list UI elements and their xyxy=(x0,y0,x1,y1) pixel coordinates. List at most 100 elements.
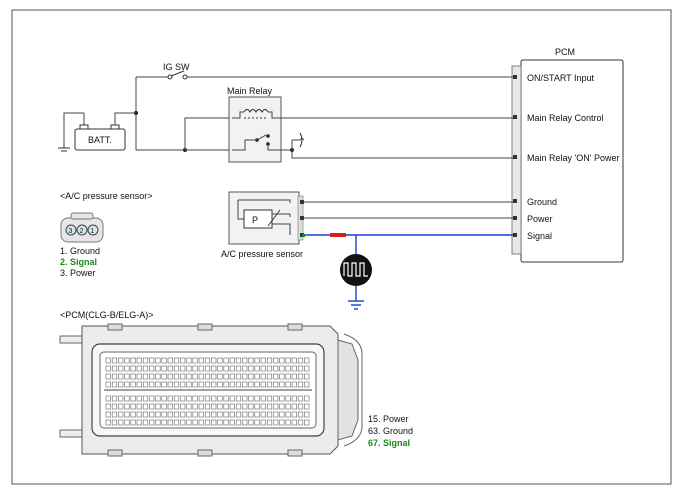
connector-pin-cell xyxy=(229,365,235,372)
connector-pin-cell xyxy=(173,365,180,372)
connector-pin-cell xyxy=(304,395,310,402)
relay-switch-in xyxy=(232,139,257,151)
connector-pin-cell xyxy=(235,373,242,380)
connector-pin-cell xyxy=(266,395,273,402)
connector-pin-cell xyxy=(266,381,273,388)
pcm-pin-main-relay-control: Main Relay Control xyxy=(527,113,604,123)
connector-pin-cell xyxy=(223,419,229,426)
connector-pin-cell xyxy=(111,373,118,380)
connector-pin-cell xyxy=(155,395,161,402)
connector-pin-cell xyxy=(273,357,279,364)
relay-switch-out xyxy=(267,144,282,151)
connector-pin-cell xyxy=(260,365,266,372)
connector-pin-cell xyxy=(229,373,235,380)
connector-pin-cell xyxy=(161,357,167,364)
connector-pin-cell xyxy=(180,419,186,426)
ac-sensor-legend-3: 3. Power xyxy=(60,268,96,278)
connector-pin-cell xyxy=(105,357,111,364)
connector-pin-cell xyxy=(248,357,254,364)
connector-pin-cell xyxy=(248,373,254,380)
connector-pin-cell xyxy=(180,365,186,372)
connector-pin-cell xyxy=(124,411,130,418)
connector-pin-cell xyxy=(204,419,211,426)
connector-pin-cell xyxy=(291,411,297,418)
batt-label: BATT. xyxy=(88,135,112,145)
connector-pin-cell xyxy=(155,381,161,388)
connector-pin-cell xyxy=(242,357,248,364)
diagram-border xyxy=(11,9,672,485)
connector-pin-cell xyxy=(229,403,235,410)
ac-sensor-box-label: A/C pressure sensor xyxy=(221,249,303,259)
connector-pin-cell xyxy=(223,357,229,364)
connector-pin-cell xyxy=(173,419,180,426)
connector-pin-cell xyxy=(260,373,266,380)
connector-pin-cell xyxy=(111,357,118,364)
connector-pin-cell xyxy=(167,365,173,372)
connector-pin-cell xyxy=(167,411,173,418)
connector-pin-cell xyxy=(142,411,149,418)
connector-pin-cell xyxy=(279,365,285,372)
connector-pin-cell xyxy=(211,403,217,410)
connector-pin-cell xyxy=(254,357,260,364)
connector-pin-cell xyxy=(304,419,310,426)
connector-pin-cell xyxy=(192,403,198,410)
connector-pin-cell xyxy=(297,357,304,364)
connector-pin-cell xyxy=(155,403,161,410)
connector-pin-cell xyxy=(198,357,204,364)
connector-pin-cell xyxy=(254,419,260,426)
connector-pin-cell xyxy=(291,419,297,426)
connector-pin-cell xyxy=(136,403,142,410)
pcm-connector-drawing xyxy=(59,323,363,457)
pcm-pin-main-relay-on-power: Main Relay 'ON' Power xyxy=(527,153,619,163)
connector-pin-cell xyxy=(111,381,118,388)
connector-pin-cell xyxy=(254,395,260,402)
connector-pin-cell xyxy=(273,411,279,418)
connector-pin-cell xyxy=(279,419,285,426)
wire-batt-neg xyxy=(63,112,84,148)
connector-pin-cell xyxy=(118,419,124,426)
pcm-pin-signal: Signal xyxy=(527,231,552,241)
connector-pin-cell xyxy=(198,373,204,380)
connector-pin-cell xyxy=(142,373,149,380)
connector-pin-cell xyxy=(266,365,273,372)
connector-pin-cell xyxy=(217,419,223,426)
connector-pin-cell xyxy=(285,395,291,402)
connector-pin-cell xyxy=(167,395,173,402)
connector-pin-cell xyxy=(173,381,180,388)
connector-pin-cell xyxy=(192,357,198,364)
connector-pin-cell xyxy=(260,419,266,426)
connector-pin-cell xyxy=(279,373,285,380)
connector-pin-cell xyxy=(297,365,304,372)
connector-pin-cell xyxy=(211,411,217,418)
connector-pin-cell xyxy=(124,419,130,426)
ac-sensor-internal-4 xyxy=(272,223,291,235)
connector-pin-cell xyxy=(198,381,204,388)
connector-pin-cell xyxy=(297,373,304,380)
connector-pin-cell xyxy=(142,395,149,402)
connector-pin-cell xyxy=(118,357,124,364)
pcm-title: PCM xyxy=(555,47,575,57)
connector-pin-cell xyxy=(180,381,186,388)
connector-pin-cell xyxy=(149,403,155,410)
connector-pin-cell xyxy=(229,411,235,418)
connector-pin-cell xyxy=(198,403,204,410)
relay-coil-left xyxy=(232,111,244,119)
ac-sensor-p: P xyxy=(252,215,258,225)
ac-sensor-legend-1: 1. Ground xyxy=(60,246,100,256)
pcm-connector-strip xyxy=(511,65,522,255)
connector-pin-cell xyxy=(242,419,248,426)
connector-pin-cell xyxy=(192,419,198,426)
signal-probe-highlight xyxy=(330,233,346,237)
connector-pin-cell xyxy=(266,419,273,426)
connector-pin-cell xyxy=(130,395,136,402)
wire-batt-pos xyxy=(114,112,136,127)
connector-pin-cell xyxy=(254,381,260,388)
ac-sensor-pin-3-label: 3 xyxy=(69,228,73,235)
connector-pin-cell xyxy=(297,419,304,426)
connector-pin-cell xyxy=(180,395,186,402)
connector-pin-cell xyxy=(130,411,136,418)
connector-pin-cell xyxy=(279,403,285,410)
connector-pin-cell xyxy=(279,395,285,402)
connector-pin-cell xyxy=(285,357,291,364)
connector-pin-cell xyxy=(211,373,217,380)
